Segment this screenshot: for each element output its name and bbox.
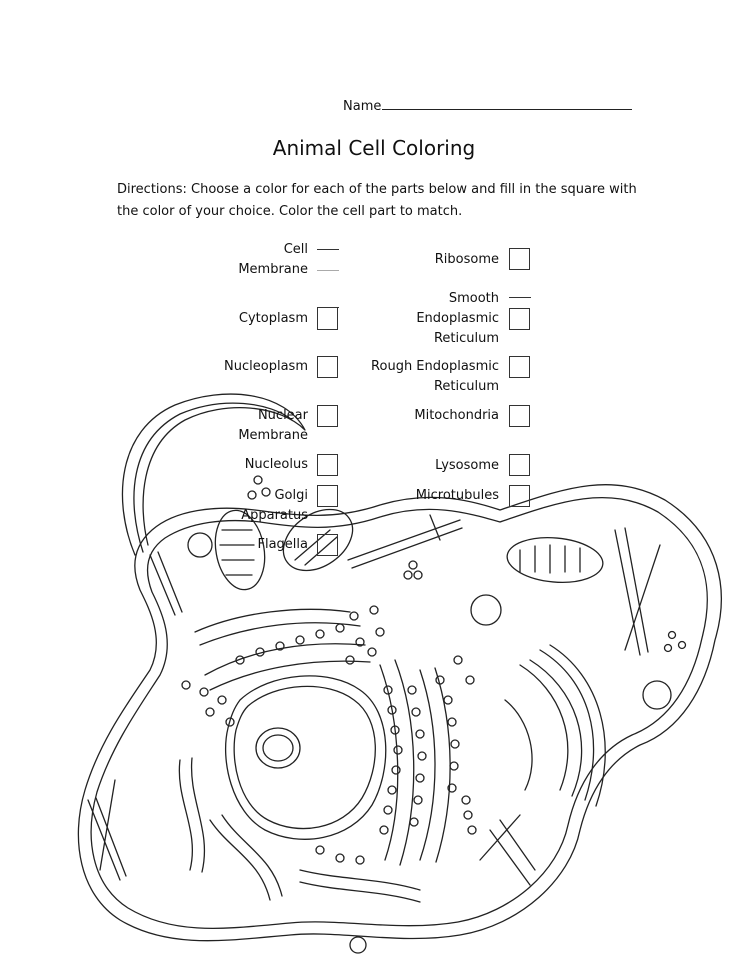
smooth-er-2 [209,814,283,901]
color-square-cell-membrane-top[interactable] [317,249,339,250]
legend-line: Smooth [448,291,499,306]
golgi-1 [519,659,583,797]
lysosome-4 [349,936,367,954]
legend-label-nucleolus: Nucleolus [244,457,308,472]
color-square-rough-er[interactable] [509,356,530,378]
legend-line: Reticulum [433,331,499,346]
microtubule-2 [614,527,661,656]
mito-2-cristae [294,529,338,566]
legend-line: Endoplasmic [416,311,499,326]
smooth-er-3 [299,869,421,903]
color-square-mitochondria[interactable] [509,405,530,427]
color-square-ribosome[interactable] [509,248,530,270]
color-square-flagella[interactable] [317,534,338,556]
lysosome-3 [642,680,672,710]
color-square-cytoplasm-top[interactable] [317,307,339,308]
legend-line: Cell [283,242,308,257]
name-label: Name [343,99,382,114]
legend-label-nuclear-membrane: Nuclear Membrane [238,406,308,446]
color-square-nucleolus[interactable] [317,454,338,476]
color-square-golgi-apparatus[interactable] [317,485,338,507]
nucleolus-inner [262,734,294,762]
mito-1-cristae [219,529,255,576]
name-blank-line[interactable] [382,97,633,110]
color-square-smooth-er[interactable] [509,308,530,330]
rough-er-2 [204,643,371,691]
legend-line: Membrane [238,262,308,277]
legend-line: Rough Endoplasmic [371,359,499,374]
nucleolus [255,727,301,769]
legend-label-cytoplasm: Cytoplasm [238,311,308,326]
legend-line: Reticulum [433,379,499,394]
legend-line: Nuclear [257,408,308,423]
page-title: Animal Cell Coloring [0,136,748,160]
legend-label-microtubules: Microtubules [415,488,499,503]
cell-membrane-outer [77,484,722,942]
color-square-cytoplasm[interactable] [317,308,338,330]
legend-label-lysosome: Lysosome [435,458,499,473]
flagellum-inner [133,402,293,553]
microtubule-5 [479,814,536,886]
lysosome-1 [187,532,213,558]
smooth-er-1 [178,757,206,873]
color-square-microtubules[interactable] [509,485,530,507]
legend-label-golgi-apparatus: Golgi Apparatus [241,486,308,526]
ribosomes [181,475,687,865]
mitochondrion-3 [506,537,604,583]
color-square-smooth-er-top[interactable] [509,297,531,298]
microtubule-1 [347,514,463,569]
golgi-3 [504,699,533,791]
legend-label-cell-membrane: Cell Membrane [238,240,308,280]
legend-label-ribosome: Ribosome [434,252,499,267]
title-text: Animal Cell Coloring [272,136,476,160]
directions-text: Directions: Choose a color for each of t… [117,182,637,219]
color-square-nucleoplasm[interactable] [317,356,338,378]
color-square-cell-membrane-bottom[interactable] [317,270,339,271]
legend-line: Membrane [238,428,308,443]
microtubule-3 [149,551,183,616]
legend-line: Apparatus [241,508,308,523]
color-square-lysosome[interactable] [509,454,530,476]
golgi-2 [539,644,606,807]
name-field[interactable]: Name [343,97,633,114]
legend-label-flagella: Flagella [257,537,309,552]
mitochondrion-1 [214,509,266,591]
mito-3-cristae [519,544,581,574]
legend-label-nucleoplasm: Nucleoplasm [224,359,308,374]
nucleus-outer [225,675,387,840]
nucleus-inner [233,685,376,830]
legend-line: Golgi [274,488,308,503]
mitochondrion-2 [282,508,354,572]
rough-er-1 [194,608,361,646]
legend-label-mitochondria: Mitochondria [414,408,499,423]
lysosome-2 [470,594,502,626]
flagellum-outline [121,393,306,556]
cell-membrane-inner [90,496,708,929]
legend-label-rough-er: Rough Endoplasmic Reticulum [371,357,499,397]
legend-label-smooth-er: Smooth Endoplasmic Reticulum [416,289,499,349]
color-square-nuclear-membrane[interactable] [317,405,338,427]
microtubule-4 [87,779,127,881]
